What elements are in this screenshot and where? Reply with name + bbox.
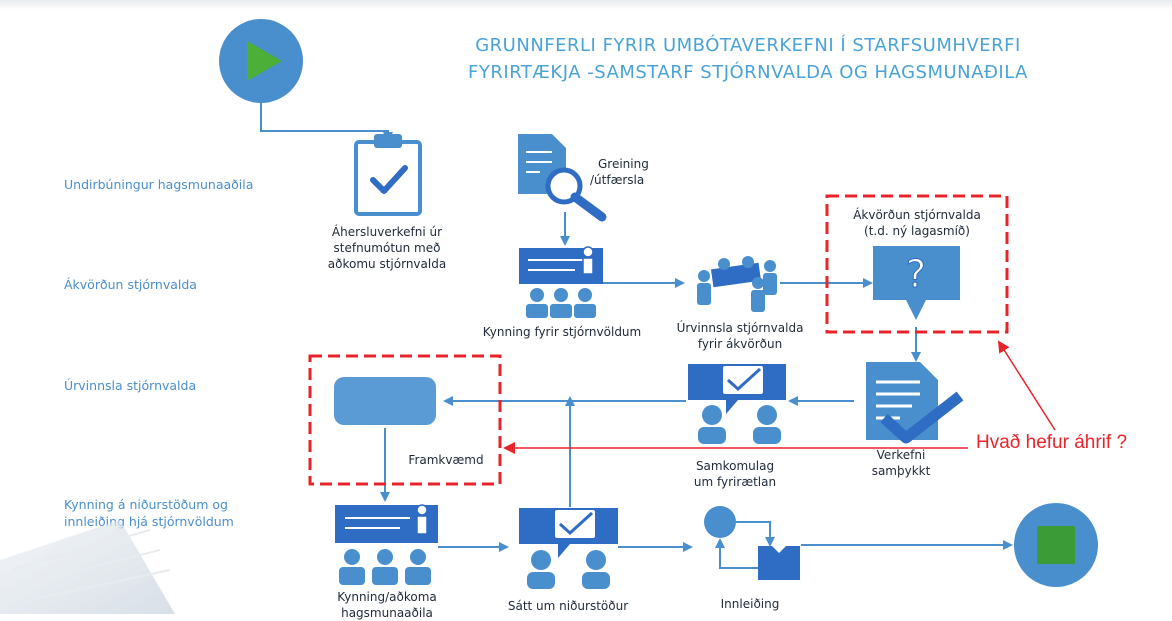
node-label-aherslu: Áhersluverkefni úr stefnumótun með aðkom… [312, 224, 462, 272]
clipboard-check-icon [354, 134, 422, 216]
node-label-line: Kynning/aðkoma [337, 590, 437, 604]
node-label-akvordun: Ákvörðun stjórnvalda (t.d. ný lagasmíð) [830, 207, 1004, 239]
node-label-framkvaemd: Framkvæmd [396, 452, 496, 468]
node-label-line: stefnumótun með [333, 241, 441, 255]
presentation-icon [519, 246, 603, 318]
red-arrow-up [997, 340, 1056, 431]
node-label-line: Framkvæmd [408, 453, 484, 467]
node-label-line: Innleiðing [720, 597, 780, 611]
node-label-line: um fyrirætlan [693, 475, 777, 489]
node-label-line: /útfærsla [590, 173, 645, 187]
node-label-verkefni: Verkefni samþykkt [856, 447, 946, 479]
presentation-icon [335, 504, 438, 585]
framkvaemd-shape [334, 377, 436, 425]
highlight-box-framkvaemd [308, 354, 502, 486]
lane-label-undirbuningur: Undirbúningur hagsmunaaðila [64, 177, 254, 192]
document-check-icon [866, 362, 964, 444]
node-label-kynning-adkoma: Kynning/aðkoma hagsmunaaðila [322, 589, 452, 621]
node-label-greining: Greining /útfærsla [590, 156, 670, 188]
node-label-line: fyrir ákvörðun [697, 337, 783, 351]
node-label-urvinnsla: Úrvinnsla stjórnvalda fyrir ákvörðun [650, 320, 830, 352]
node-label-line: Kynning fyrir stjórnvöldum [482, 325, 642, 339]
node-label-line: Sátt um niðurstöður [507, 599, 629, 613]
node-label-satt: Sátt um niðurstöður [488, 598, 648, 614]
highlight-box-akvordun [825, 194, 1009, 334]
node-label-line: Samkomulag [695, 459, 775, 473]
document-search-icon [518, 134, 607, 222]
innleiding-process-icon [704, 506, 800, 580]
diagram-title-line1: GRUNNFERLI FYRIR UMBÓTAVERKEFNI Í STARFS… [475, 35, 1021, 56]
chat-check-icon [519, 508, 618, 589]
team-meeting-icon [697, 256, 777, 312]
lane-label-akvordun: Ákvörðun stjórnvalda [64, 277, 197, 292]
connectors [260, 103, 1013, 552]
node-label-line: samþykkt [871, 464, 931, 478]
node-label-kynning-stjornvoldum: Kynning fyrir stjórnvöldum [462, 324, 662, 340]
node-label-innleiding: Innleiðing [700, 596, 800, 612]
top-gradient-bar [0, 0, 1172, 10]
diagram-title-line2: FYRIRTÆKJA -SAMSTARF STJÓRNVALDA OG HAGS… [468, 62, 1028, 83]
lane-label-urvinnsla: Úrvinnsla stjórnvalda [64, 378, 197, 393]
node-label-line: hagsmunaaðila [341, 606, 433, 620]
question-bubble-icon: ? [873, 246, 960, 320]
node-label-line: Úrvinnsla stjórnvalda [676, 321, 804, 335]
building-watermark [0, 520, 175, 614]
node-label-line: aðkomu stjórnvalda [327, 257, 447, 271]
node-label-line: Greining [598, 157, 649, 171]
node-label-line: Áhersluverkefni úr [331, 225, 443, 239]
annotation-hvad-hefur-ahrif: Hvað hefur áhrif ? [976, 432, 1128, 453]
lane-label-kynning-line1: Kynning á niðurstöðum og [64, 497, 228, 512]
node-label-line: (t.d. ný lagasmíð) [864, 224, 970, 238]
play-icon [219, 19, 303, 103]
node-label-line: Ákvörðun stjórnvalda [853, 208, 981, 222]
chat-check-icon [688, 364, 786, 444]
node-label-samkomulag: Samkomulag um fyrirætlan [680, 458, 790, 490]
node-label-line: Verkefni [876, 448, 926, 462]
svg-text:?: ? [906, 252, 926, 296]
stop-icon [1014, 503, 1098, 587]
